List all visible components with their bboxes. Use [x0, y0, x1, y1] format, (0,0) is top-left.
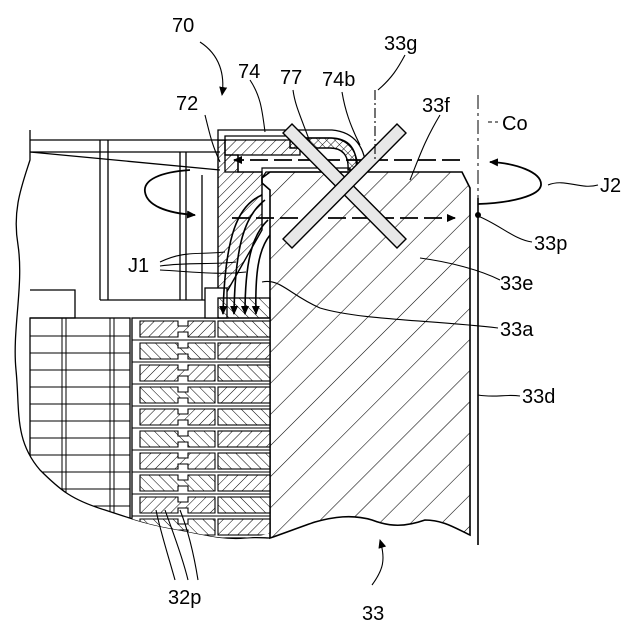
- label-33g: 33g: [384, 33, 417, 55]
- plate: [218, 387, 270, 403]
- label-74: 74: [238, 61, 260, 83]
- label-33p: 33p: [534, 233, 567, 255]
- label-33f: 33f: [422, 95, 450, 117]
- rotation-j2-right: [478, 162, 541, 204]
- leader-j2: [548, 183, 598, 187]
- label-co: Co: [502, 113, 528, 135]
- leader-j1-a: [160, 252, 225, 262]
- component-33-body: [262, 172, 470, 538]
- leader-70: [200, 42, 223, 95]
- plate: [140, 497, 215, 513]
- label-j1: J1: [128, 255, 149, 277]
- plate: [218, 453, 270, 469]
- leader-33d: [478, 395, 520, 396]
- left-grid-block: [30, 318, 130, 540]
- plate: [140, 475, 215, 491]
- leader-33f: [410, 115, 440, 180]
- label-70: 70: [172, 15, 194, 37]
- plate: [218, 519, 270, 535]
- label-33a: 33a: [500, 319, 534, 341]
- leader-33p: [478, 216, 532, 242]
- plate: [218, 475, 270, 491]
- leader-33: [372, 540, 383, 585]
- plate: [218, 365, 270, 381]
- label-33e: 33e: [500, 273, 533, 295]
- plate: [140, 431, 215, 447]
- plate: [218, 497, 270, 513]
- label-77: 77: [280, 67, 302, 89]
- leader-33g: [378, 55, 405, 90]
- plate: [140, 409, 215, 425]
- plate: [218, 321, 270, 337]
- rotation-j2-left: [145, 170, 195, 215]
- label-74b: 74b: [322, 69, 355, 91]
- pad-33a: [218, 298, 270, 318]
- plate: [140, 343, 215, 359]
- plate-stack-32p: [132, 318, 270, 538]
- label-j2: J2: [600, 175, 621, 197]
- plate: [140, 365, 215, 381]
- label-33d: 33d: [522, 386, 555, 408]
- plate: [140, 321, 215, 337]
- plate: [140, 453, 215, 469]
- leader-74: [250, 80, 265, 132]
- plate: [140, 387, 215, 403]
- plate: [140, 519, 215, 535]
- plate: [218, 431, 270, 447]
- plate: [218, 409, 270, 425]
- label-32p: 32p: [168, 587, 201, 609]
- label-72: 72: [176, 93, 198, 115]
- label-33: 33: [362, 603, 384, 625]
- plate: [218, 343, 270, 359]
